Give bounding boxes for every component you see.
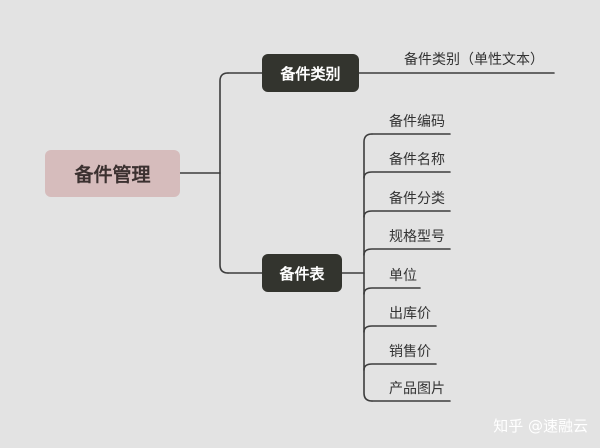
connector-leaf-7 bbox=[363, 363, 437, 371]
leaf-outbound-price: 出库价 bbox=[389, 306, 431, 322]
connector-leaf-3 bbox=[363, 210, 451, 218]
connector-leaf-6 bbox=[363, 325, 437, 333]
connector-trunk-branch-2 bbox=[363, 133, 373, 402]
connector-leaf-5 bbox=[363, 287, 421, 295]
connector-trunk-main bbox=[219, 72, 229, 274]
leaf-sales-price: 销售价 bbox=[389, 344, 431, 360]
branch-node-table: 备件表 bbox=[262, 254, 342, 292]
leaf-spec-model: 规格型号 bbox=[389, 229, 445, 245]
root-node: 备件管理 bbox=[45, 150, 180, 197]
leaf-category-text: 备件类别（单性文本） bbox=[404, 52, 544, 68]
branch-node-category: 备件类别 bbox=[262, 54, 359, 92]
leaf-part-category: 备件分类 bbox=[389, 191, 445, 207]
leaf-part-code: 备件编码 bbox=[389, 114, 445, 130]
leaf-product-image: 产品图片 bbox=[389, 381, 445, 397]
watermark: 知乎 @速融云 bbox=[493, 417, 588, 435]
leaf-part-name: 备件名称 bbox=[389, 152, 445, 168]
connector-leaf-2 bbox=[363, 171, 451, 179]
leaf-unit: 单位 bbox=[389, 268, 417, 284]
connector-leaf-4 bbox=[363, 248, 451, 256]
